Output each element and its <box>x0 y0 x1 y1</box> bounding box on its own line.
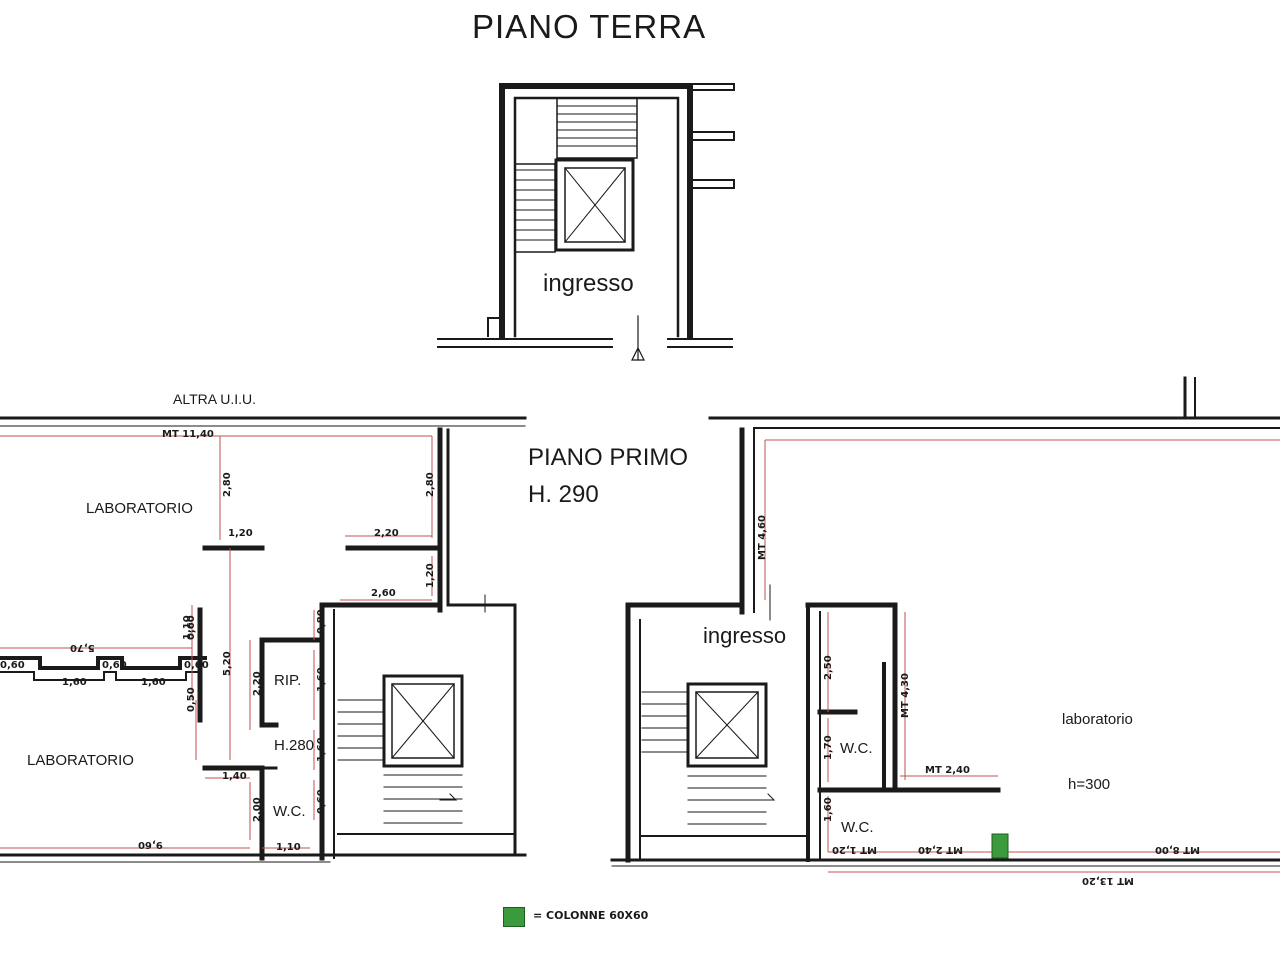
dim-mid-width: 5,70 <box>70 642 95 653</box>
dim-wall-b: 0,60 <box>316 789 327 814</box>
ground-floor-plan <box>437 83 735 361</box>
room-laboratorio-top: LABORATORIO <box>86 500 193 517</box>
dim-wall-a: 0,80 <box>316 609 327 634</box>
dim-wc-height-2: 1,70 <box>823 735 834 760</box>
neighbour-unit-label: ALTRA U.I.U. <box>173 391 256 407</box>
ground-entrance-label: ingresso <box>543 270 634 297</box>
dim-partition-width: MT 2,40 <box>925 765 970 776</box>
room-laboratorio-right: laboratorio <box>1062 711 1133 728</box>
room-storage: RIP. <box>274 672 302 689</box>
room-wc-right-1: W.C. <box>840 740 873 757</box>
dim-right-left-height: MT 4,60 <box>757 515 768 560</box>
dim-bottom-b: MT 2,40 <box>918 844 963 855</box>
dim-wc-width: 1,60 <box>316 737 327 762</box>
dim-wc-height-1: 2,50 <box>823 655 834 680</box>
legend-column-swatch <box>503 907 525 927</box>
dim-bottom-width: 9,60 <box>138 839 163 850</box>
dim-bottom-wc: 1,10 <box>276 842 301 853</box>
dim-bottom-c: MT 8,00 <box>1155 844 1200 855</box>
dimension-lines <box>0 435 1280 873</box>
column-marker <box>991 833 1009 859</box>
dim-right-right-height: MT 4,30 <box>900 673 911 718</box>
right-unit-plan <box>610 376 1280 867</box>
dim-pier-c: 0,60 <box>184 660 209 671</box>
room-wc-left: W.C. <box>273 803 306 820</box>
dim-top-right-height: 2,80 <box>425 472 436 497</box>
dim-pier-2: 1,60 <box>141 677 166 688</box>
right-entrance-label: ingresso <box>703 623 787 648</box>
dim-wc-height: 2,00 <box>252 797 263 822</box>
dim-rip-width: 1,60 <box>316 667 327 692</box>
dim-rip-height: 2,20 <box>252 671 263 696</box>
ground-floor-title: PIANO TERRA <box>472 8 707 45</box>
dim-pier-b: 0,60 <box>102 660 127 671</box>
dim-main-height: 5,20 <box>222 651 233 676</box>
dim-pier-a: 0,60 <box>0 660 25 671</box>
dim-bottom-a: MT 1,20 <box>832 844 877 855</box>
dim-partition-b: 2,20 <box>374 528 399 539</box>
legend-column-label: = COLONNE 60X60 <box>533 909 649 922</box>
dim-corridor-width: 2,60 <box>371 588 396 599</box>
dim-pier-1: 1,60 <box>62 677 87 688</box>
dim-pier-d: 0,60 <box>186 615 197 640</box>
dim-top-width: MT 11,40 <box>162 429 214 440</box>
dim-corridor-height: 1,20 <box>425 563 436 588</box>
dim-wc-height-3: 1,60 <box>823 797 834 822</box>
room-laboratorio-bottom: LABORATORIO <box>27 752 134 769</box>
dim-total-width: MT 13,20 <box>1082 875 1134 886</box>
right-room-height: h=300 <box>1068 776 1111 793</box>
storage-height: H.280 <box>274 737 315 754</box>
dim-side-b: 0,50 <box>186 687 197 712</box>
first-floor-title: PIANO PRIMO <box>528 444 689 471</box>
dim-partition-a: 1,20 <box>228 528 253 539</box>
first-floor-height: H. 290 <box>528 481 599 508</box>
dim-door-width: 1,40 <box>222 771 247 782</box>
dim-top-left-height: 2,80 <box>222 472 233 497</box>
left-unit-plan <box>0 416 527 863</box>
room-wc-right-2: W.C. <box>841 819 874 836</box>
